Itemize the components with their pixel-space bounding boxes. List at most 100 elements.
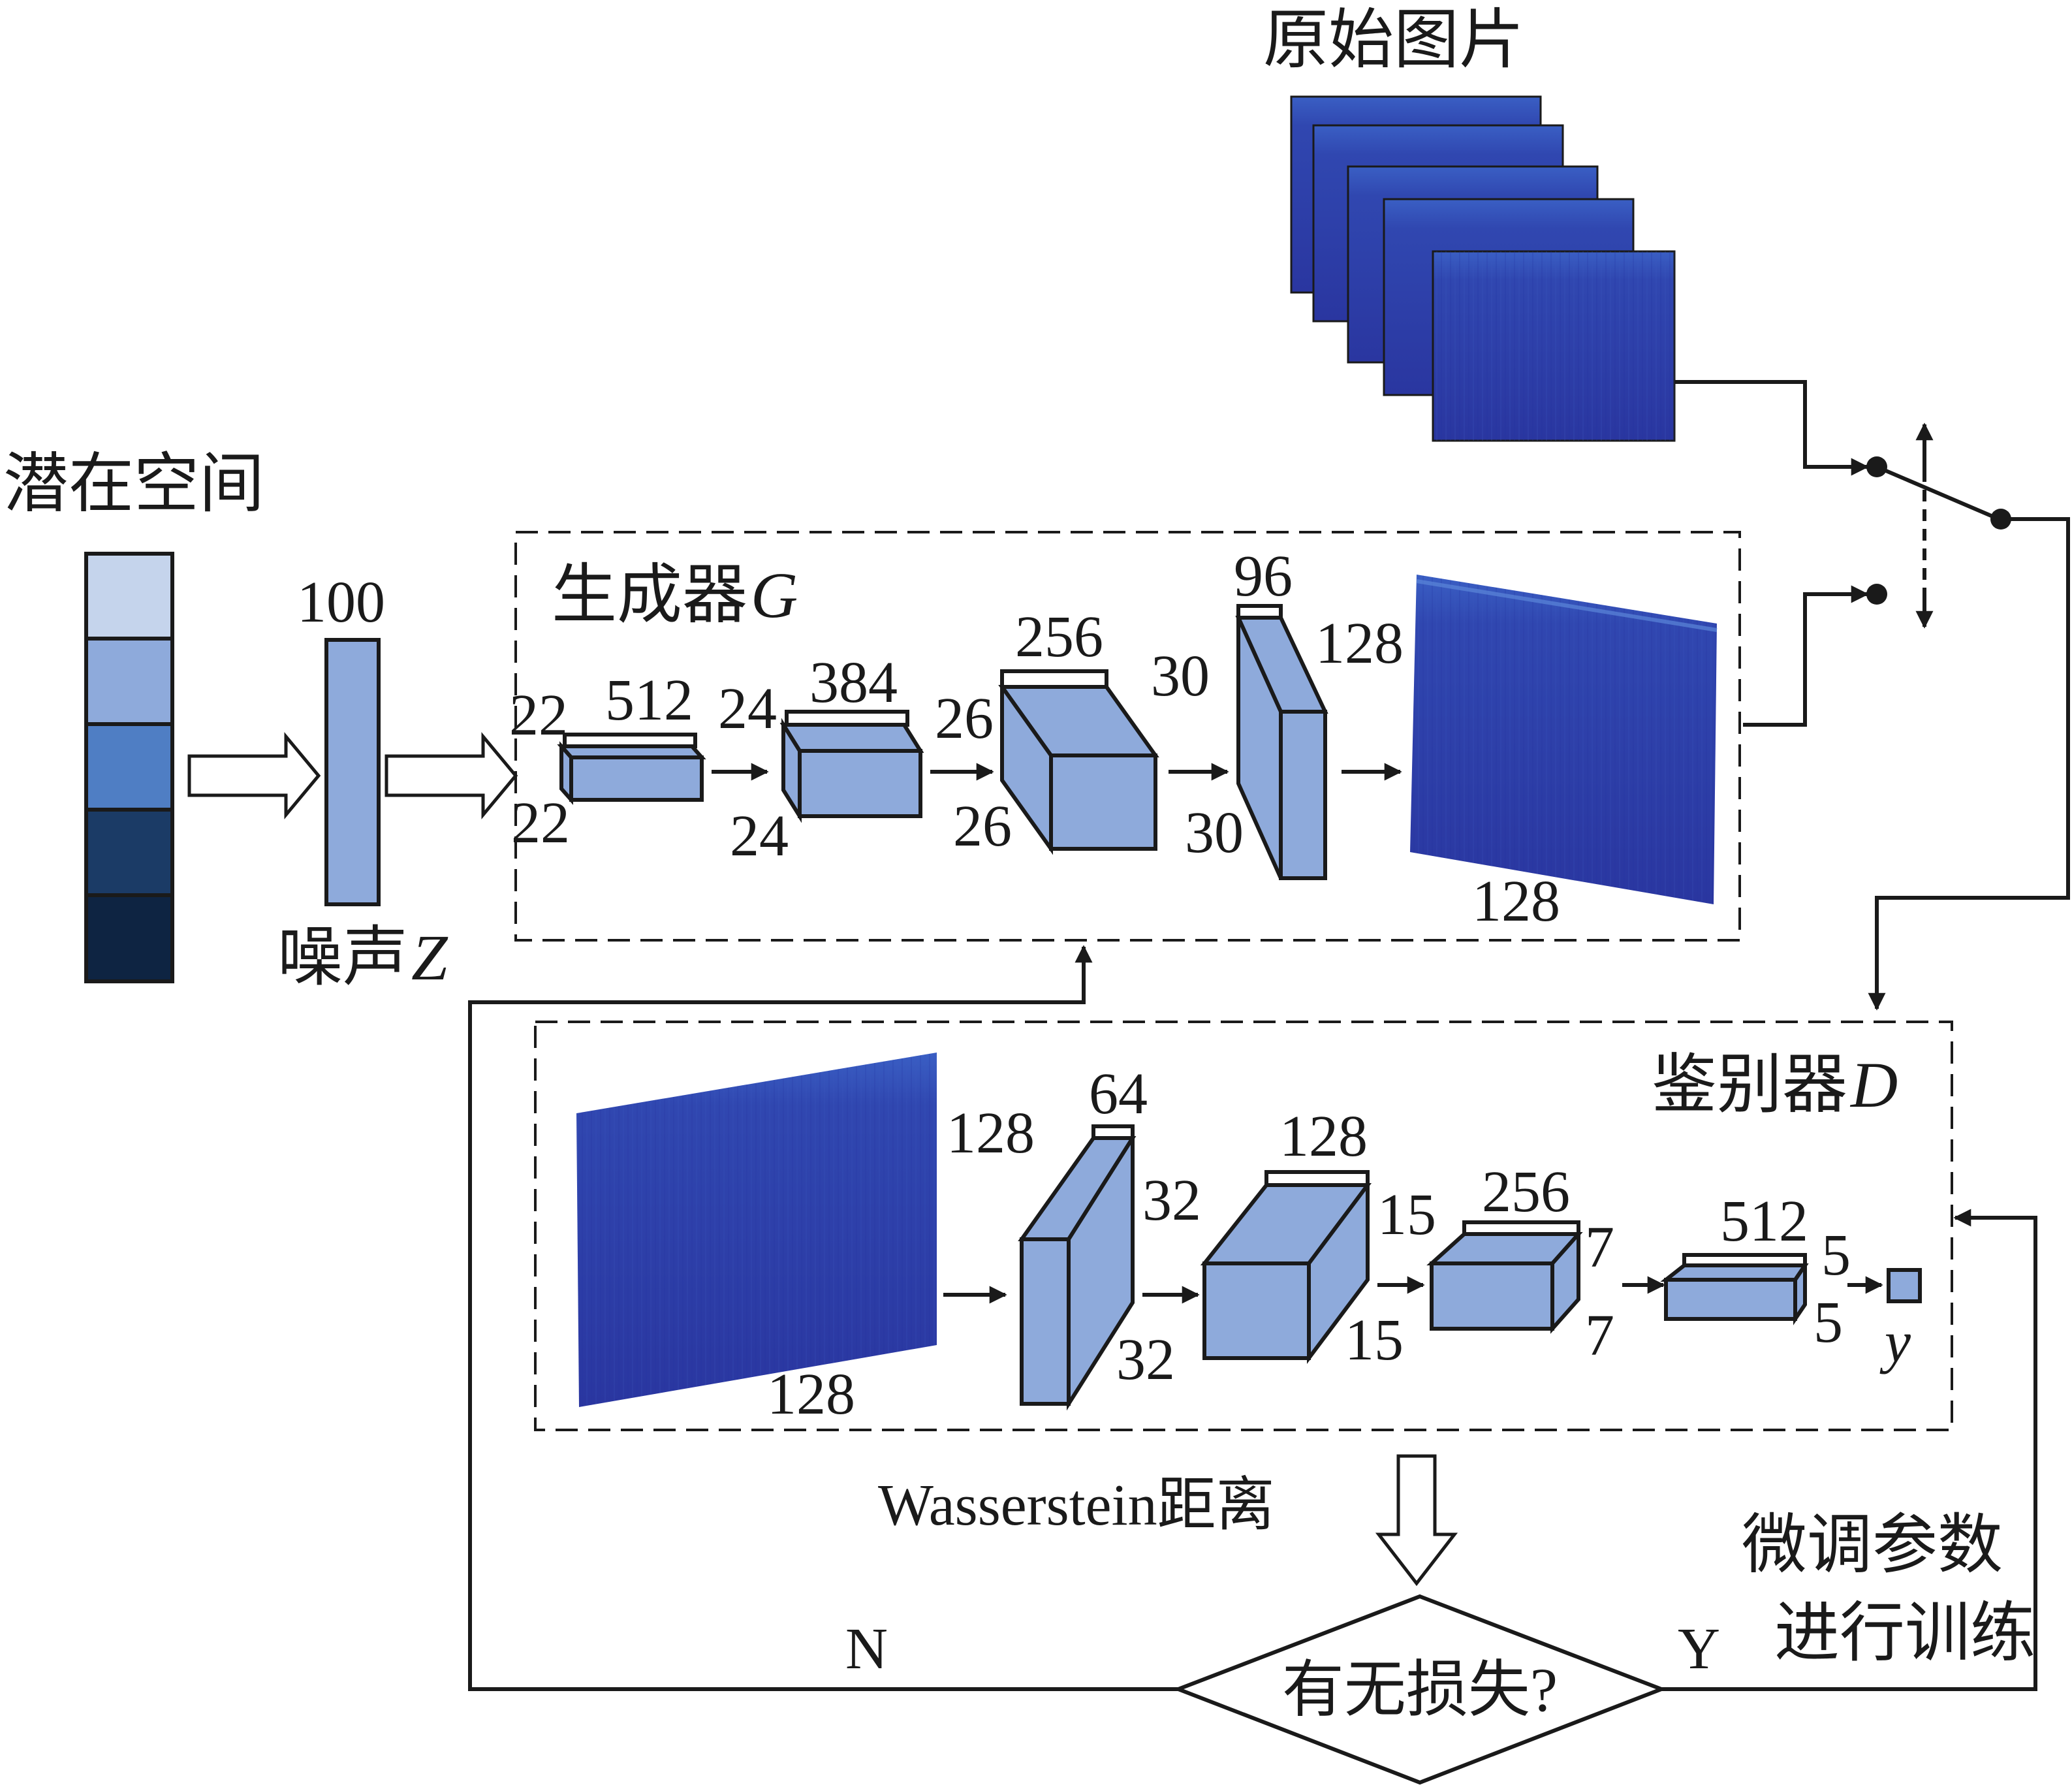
gen-output-w: 128 xyxy=(1472,869,1560,934)
latent-swatch xyxy=(84,722,174,812)
gen-layer-3-top-bar xyxy=(1000,669,1108,689)
noise-label-cn: 噪声 xyxy=(277,921,408,994)
generated-image-texture xyxy=(1410,575,1717,904)
generated-image-band xyxy=(1416,579,1718,632)
noise-to-generator-arrow xyxy=(385,732,518,819)
disc-layer-2 xyxy=(1200,1170,1372,1364)
disc-layer-1 xyxy=(1018,1124,1137,1411)
gen-layer-1-h: 22 xyxy=(509,683,568,748)
decision-yes-label: Y xyxy=(1678,1617,1720,1681)
discriminator-title-var: D xyxy=(1849,1049,1898,1121)
gen-layer-1-front xyxy=(569,755,704,802)
latent-swatch xyxy=(84,808,174,897)
input-switch xyxy=(1674,380,2070,1011)
disc-layer-4-h: 5 xyxy=(1821,1223,1851,1288)
noise-z: 100 噪声Z xyxy=(277,570,448,994)
real-image-texture xyxy=(1433,251,1674,441)
disc-layer-3-w: 7 xyxy=(1585,1303,1614,1368)
disc-layer-4-front xyxy=(1664,1278,1797,1321)
disc-layer-4 xyxy=(1660,1253,1809,1325)
disc-layer-2-h: 15 xyxy=(1377,1182,1436,1247)
disc-output-node xyxy=(1887,1268,1922,1303)
switch-contact-real xyxy=(1866,456,1887,477)
distance-arrow xyxy=(1375,1454,1458,1587)
disc-input-image-texture xyxy=(576,1053,937,1407)
generator: 生成器G 512 22 22 384 24 24 xyxy=(509,531,1741,942)
switch-contact-out xyxy=(1990,509,2011,530)
discriminator: 鉴别器D 128 128 64 32 32 128 15 15 xyxy=(534,1021,1953,1431)
noise-size-label: 100 xyxy=(297,570,385,635)
decision-diamond xyxy=(1172,1594,1667,1785)
disc-layer-4-top xyxy=(1660,1263,1809,1282)
gen-layer-4-depth: 96 xyxy=(1234,544,1293,609)
discriminator-frame xyxy=(534,1021,1953,1431)
yes-action-line1: 微调参数 xyxy=(1742,1509,2003,1581)
gen-layer-3-front xyxy=(1049,753,1157,851)
real-images: 原始图片 xyxy=(1263,4,1676,442)
generator-title-var: G xyxy=(751,559,798,631)
gen-layer-4-h: 30 xyxy=(1151,644,1210,708)
gen-layer-4-w: 30 xyxy=(1185,800,1244,865)
gen-layer-3-h: 26 xyxy=(935,686,994,751)
real-images-title: 原始图片 xyxy=(1263,4,1524,76)
switch-to-discriminator-line xyxy=(1868,517,2070,1011)
yes-action-line2: 进行训练 xyxy=(1774,1597,2035,1670)
gen-layer-2-w: 24 xyxy=(730,804,789,868)
latent-space: 潜在空间 xyxy=(3,448,264,983)
real-image-stack xyxy=(1290,95,1676,442)
gen-layer-4-front xyxy=(1279,710,1327,880)
latent-to-noise-arrow xyxy=(187,732,321,819)
disc-layer-3-front xyxy=(1430,1261,1554,1331)
gen-layer-3 xyxy=(998,669,1159,855)
disc-input-image xyxy=(576,1053,937,1407)
latent-swatch xyxy=(84,637,174,726)
latent-space-title: 潜在空间 xyxy=(3,448,264,520)
disc-input-w: 128 xyxy=(767,1362,855,1427)
disc-layer-1-h: 32 xyxy=(1142,1168,1201,1233)
gen-output-h: 128 xyxy=(1315,611,1404,676)
gen-layer-3-w: 26 xyxy=(953,794,1012,859)
switch-blade xyxy=(1876,465,2000,521)
latent-swatch xyxy=(84,552,174,641)
gen-layer-2-front xyxy=(798,749,922,818)
gen-layer-2-h: 24 xyxy=(718,676,777,741)
noise-label-var: Z xyxy=(411,921,448,994)
disc-layer-2-w: 15 xyxy=(1345,1308,1404,1372)
latent-swatch xyxy=(84,893,174,983)
disc-layer-4-w: 5 xyxy=(1813,1290,1843,1355)
gen-layer-2-top xyxy=(779,723,924,753)
disc-layer-2-front xyxy=(1202,1261,1311,1360)
disc-layer-3 xyxy=(1426,1220,1583,1334)
decision-question: 有无损失? xyxy=(1282,1655,1558,1724)
gen-layer-2-depth: 384 xyxy=(809,650,898,715)
disc-layer-3-depth: 256 xyxy=(1482,1160,1570,1224)
switch-contact-fake xyxy=(1866,584,1887,605)
latent-swatches xyxy=(84,552,174,983)
gen-layer-1-w: 22 xyxy=(511,791,570,855)
generator-title: 生成器G xyxy=(552,559,798,631)
noise-vector xyxy=(324,638,381,906)
disc-output-label: y xyxy=(1879,1310,1911,1374)
real-to-switch-line xyxy=(1674,380,1869,476)
discriminator-title-cn: 鉴别器 xyxy=(1652,1049,1847,1121)
decision-no-label: N xyxy=(845,1617,888,1681)
gen-layer-1 xyxy=(557,733,706,805)
yes-feedback-line xyxy=(1661,1209,2037,1691)
wasserstein-label: Wasserstein距离 xyxy=(878,1473,1275,1538)
noise-label: 噪声Z xyxy=(277,921,448,994)
gen-layer-2 xyxy=(779,710,924,823)
disc-layer-2-depth: 128 xyxy=(1279,1104,1368,1169)
disc-layer-3-h: 7 xyxy=(1585,1215,1614,1280)
gen-layer-4 xyxy=(1235,604,1328,880)
no-feedback-line xyxy=(468,945,1178,1691)
generated-image xyxy=(1410,575,1718,904)
gen-layer-1-depth: 512 xyxy=(605,668,693,733)
switch-contacts xyxy=(1866,456,2011,605)
disc-layer-4-depth: 512 xyxy=(1720,1189,1808,1254)
generator-title-cn: 生成器 xyxy=(552,559,747,631)
gen-layer-3-depth: 256 xyxy=(1015,605,1103,669)
fake-to-switch-line xyxy=(1743,585,1869,727)
disc-input-h: 128 xyxy=(947,1101,1035,1165)
discriminator-title: 鉴别器D xyxy=(1652,1049,1898,1121)
disc-layer-1-w: 32 xyxy=(1116,1327,1175,1392)
